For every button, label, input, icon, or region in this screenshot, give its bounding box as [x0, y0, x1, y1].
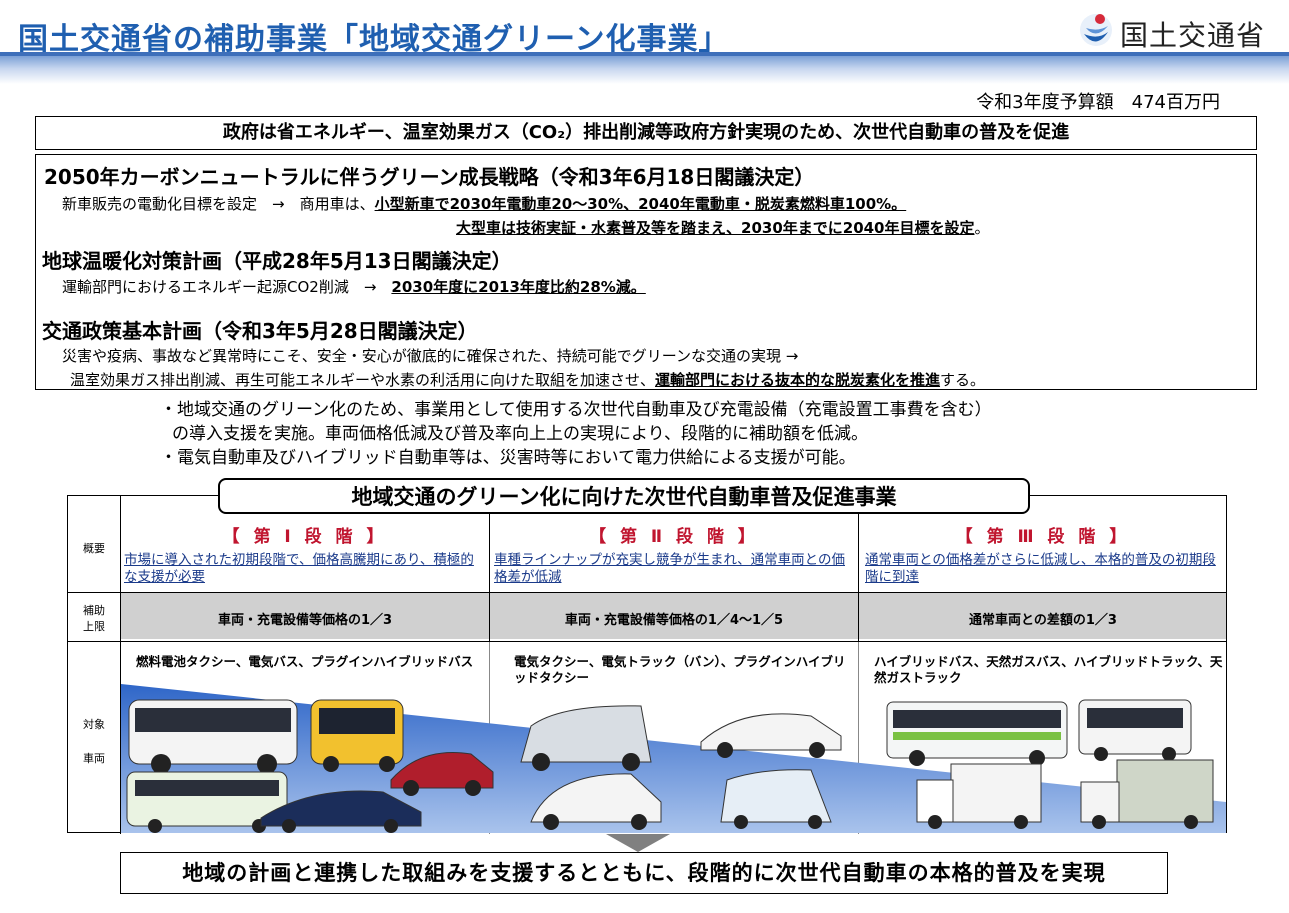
column-divider — [858, 496, 859, 641]
strategy-line: 大型車は技術実証・水素普及等を踏まえ、2030年までに2040年目標を設定。 — [456, 217, 990, 238]
strategy-emphasis: 大型車は技術実証・水素普及等を踏まえ、2030年までに2040年目標を設定 — [456, 219, 975, 237]
fuel-cell-car-icon — [390, 751, 494, 796]
strategy-line: 災害や疫病、事故など異常時にこそ、安全・安心が徹底的に確保された、持続可能でグリ… — [62, 347, 799, 365]
mlit-logo: 国土交通省 — [1078, 10, 1278, 54]
natural-gas-bus-icon — [1078, 699, 1192, 761]
plug-in-hybrid-bus-icon — [126, 771, 288, 833]
strategy-box: 2050年カーボンニュートラルに伴うグリーン成長戦略（令和3年6月18日閣議決定… — [35, 154, 1257, 390]
header-rule — [0, 52, 1289, 56]
target-vehicle-list: 燃料電池タクシー、電気バス、プラグインハイブリッドバス — [136, 654, 474, 669]
row-label-limit: 補助 — [83, 604, 105, 617]
strategy-emphasis: 2030年度に2013年度比約28%減。 — [391, 278, 646, 296]
row-label-limit: 上限 — [83, 620, 105, 633]
bullet-item: ・電気自動車及びハイブリッド自動車等は、災害時等において電力供給による支援が可能… — [160, 448, 856, 468]
bullet-item-continuation: の導入支援を実施。車両価格低減及び普及率向上上の実現により、段階的に補助額を低減… — [172, 424, 868, 444]
plug-in-hybrid-taxi-icon — [530, 773, 662, 830]
bullet-list: ・地域交通のグリーン化のため、事業用として使用する次世代自動車及び充電設備（充電… — [160, 398, 992, 470]
electric-light-van-icon — [720, 769, 832, 829]
program-title: 地域交通のグリーン化に向けた次世代自動車普及促進事業 — [218, 478, 1030, 514]
column-divider — [120, 496, 121, 834]
electric-bus-icon — [310, 699, 404, 772]
strategy-heading-green-growth: 2050年カーボンニュートラルに伴うグリーン成長戦略（令和3年6月18日閣議決定… — [44, 165, 815, 189]
header-gradient-band — [0, 56, 1289, 84]
stage-description: 車種ラインナップが充実し競争が生まれ、通常車両との価格差が低減 — [494, 552, 845, 585]
strategy-text: 新車販売の電動化目標を設定 → 商用車は、 — [62, 195, 375, 213]
strategy-heading-transport-plan: 交通政策基本計画（令和3年5月28日閣議決定） — [42, 319, 478, 343]
hybrid-truck-icon — [916, 763, 1042, 829]
bullet-item: ・地域交通のグリーン化のため、事業用として使用する次世代自動車及び充電設備（充電… — [160, 400, 992, 420]
strategy-text: 。 — [974, 219, 990, 237]
strategy-line: 温室効果ガス排出削減、再生可能エネルギーや水素の利活用に向けた取組を加速させ、運… — [70, 369, 985, 390]
row-label-target: 車両 — [83, 752, 105, 765]
vehicle-illustration-area — [121, 684, 1226, 833]
page-title: 国土交通省の補助事業「地域交通グリーン化事業」 — [18, 22, 730, 57]
target-vehicle-list: 電気タクシー、電気トラック（バン）、プラグインハイブリッドタクシー — [514, 654, 846, 685]
target-vehicle-list: ハイブリッドバス、天然ガスバス、ハイブリッドトラック、天然ガストラック — [874, 654, 1223, 685]
limit-row-background — [121, 592, 1226, 639]
stage-header: 【 第 Ⅰ 段 階 】 — [222, 527, 388, 547]
row-divider — [68, 592, 1226, 593]
strategy-text: 温室効果ガス排出削減、再生可能エネルギーや水素の利活用に向けた取組を加速させ、 — [70, 371, 656, 389]
hybrid-bus-icon — [886, 701, 1068, 766]
electric-van-icon — [520, 705, 652, 771]
policy-statement: 政府は省エネルギー、温室効果ガス（CO₂）排出削減等政府方針実現のため、次世代自… — [35, 116, 1257, 150]
row-label-overview: 概要 — [83, 542, 105, 555]
coach-bus-icon — [128, 699, 298, 774]
stage-header: 【 第 Ⅱ 段 階 】 — [589, 527, 759, 547]
strategy-line: 運輸部門におけるエネルギー起源CO2削減 → 2030年度に2013年度比約28… — [62, 276, 646, 297]
column-divider-faint — [858, 641, 859, 834]
conclusion-statement: 地域の計画と連携した取組みを支援するとともに、段階的に次世代自動車の本格的普及を… — [120, 852, 1168, 894]
strategy-emphasis: 小型新車で2030年電動車20～30%、2040年電動車・脱炭素燃料車100%。 — [374, 195, 907, 213]
row-divider — [68, 641, 1226, 642]
column-divider — [489, 496, 490, 641]
strategy-text: 運輸部門におけるエネルギー起源CO2削減 → — [62, 278, 392, 296]
strategy-text: する。 — [940, 371, 986, 389]
down-arrow-icon — [606, 834, 670, 852]
subsidy-limit: 通常車両との差額の1／3 — [969, 613, 1117, 628]
program-table: 概要 補助 上限 対象 車両 【 第 Ⅰ 段 階 】 【 第 Ⅱ 段 階 】 【… — [67, 495, 1227, 834]
subsidy-limit: 車両・充電設備等価格の1／4～1／5 — [564, 613, 784, 628]
subsidy-limit: 車両・充電設備等価格の1／3 — [217, 613, 393, 628]
strategy-line: 新車販売の電動化目標を設定 → 商用車は、小型新車で2030年電動車20～30%… — [62, 193, 906, 214]
logo-text: 国土交通省 — [1120, 19, 1266, 52]
budget-amount: 令和3年度予算額 474百万円 — [976, 92, 1220, 113]
mlit-logo-icon — [1080, 14, 1112, 46]
row-label-target: 対象 — [83, 718, 105, 731]
stage-description: 通常車両との価格差がさらに低減し、本格的普及の初期段階に到達 — [865, 552, 1216, 585]
strategy-heading-warming-plan: 地球温暖化対策計画（平成28年5月13日閣議決定） — [42, 249, 512, 273]
natural-gas-truck-icon — [1080, 759, 1214, 829]
stage-description: 市場に導入された初期段階で、価格高騰期にあり、積極的な支援が必要 — [124, 552, 474, 585]
electric-taxi-icon — [700, 713, 842, 758]
strategy-emphasis: 運輸部門における抜本的な脱炭素化を推進 — [655, 371, 941, 389]
stage-header: 【 第 Ⅲ 段 階 】 — [955, 527, 1131, 547]
fuel-cell-taxi-icon — [260, 790, 422, 833]
